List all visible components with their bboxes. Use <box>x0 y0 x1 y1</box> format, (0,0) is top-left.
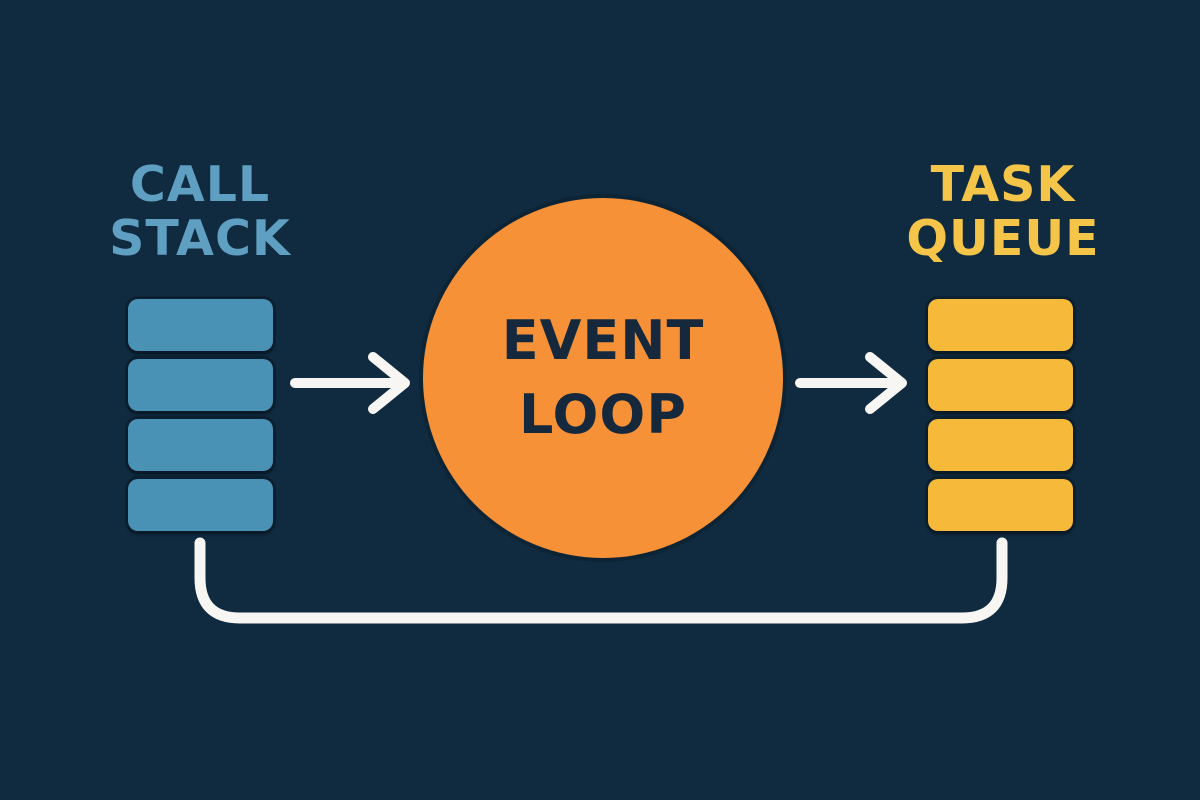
call-stack-block <box>128 419 273 471</box>
call-stack-label-line2: STACK <box>109 210 291 267</box>
call-stack-label-line1: CALL <box>129 156 271 213</box>
task-queue-blocks <box>928 299 1073 531</box>
task-queue-label-line2: QUEUE <box>906 210 1100 267</box>
call-stack-block <box>128 299 273 351</box>
task-queue-label: TASK QUEUE <box>888 158 1118 266</box>
task-queue-label-line1: TASK <box>930 156 1076 213</box>
call-stack-blocks <box>128 299 273 531</box>
loop-return-path <box>194 537 1008 624</box>
event-loop-label: EVENT LOOP <box>502 304 705 452</box>
task-queue-block <box>928 479 1073 531</box>
event-loop-circle: EVENT LOOP <box>423 198 783 558</box>
right-arrow-icon <box>795 352 907 414</box>
event-loop-label-line1: EVENT <box>501 309 705 372</box>
task-queue-block <box>928 359 1073 411</box>
task-queue-block <box>928 419 1073 471</box>
call-stack-block <box>128 479 273 531</box>
call-stack-label: CALL STACK <box>85 158 315 266</box>
event-loop-label-line2: LOOP <box>519 383 687 446</box>
right-arrow-icon <box>290 352 410 414</box>
call-stack-block <box>128 359 273 411</box>
task-queue-block <box>928 299 1073 351</box>
